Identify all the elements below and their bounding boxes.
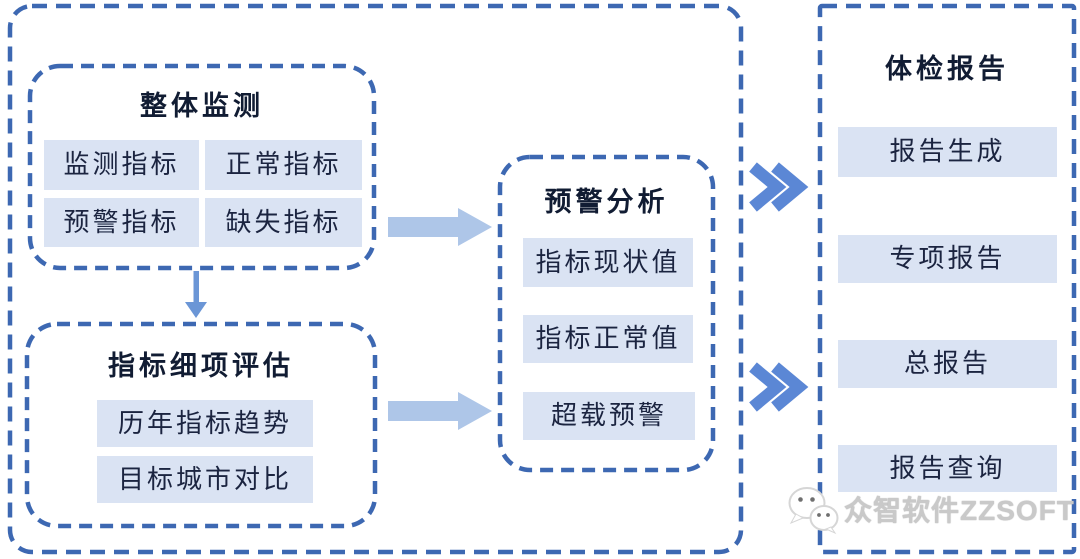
detail-eval-item-box: 目标城市对比: [97, 456, 313, 503]
wechat-icon: [788, 487, 839, 535]
warning-analysis-dashed-box: [497, 154, 716, 473]
report-item-box: 报告生成: [838, 127, 1057, 177]
report-item-box: 专项报告: [838, 235, 1057, 283]
monitoring-item-box: 正常指标: [205, 140, 362, 190]
detail-eval-item-box: 历年指标趋势: [97, 400, 313, 447]
flow-arrow-1: [388, 208, 492, 246]
monitoring-item-box: 预警指标: [44, 198, 199, 247]
flow-arrow-2: [388, 392, 492, 430]
warning-analysis-group-title: 预警分析: [544, 187, 669, 217]
report-item-box: 总报告: [838, 340, 1057, 388]
watermark-text: 众智软件ZZSOFT: [844, 495, 1075, 526]
warning-analysis-item-box: 指标现状值: [523, 238, 693, 287]
left-outer-dashed-container: [7, 3, 744, 555]
monitoring-group-title: 整体监测: [140, 91, 264, 121]
warning-analysis-item-box: 超载预警: [523, 392, 695, 440]
detail-eval-dashed-box: [24, 321, 378, 529]
detail-eval-group-title: 指标细项评估: [108, 351, 294, 381]
report-item-box: 报告查询: [838, 445, 1057, 492]
watermark: 众智软件ZZSOFT: [782, 482, 1075, 536]
monitoring-dashed-box: [27, 63, 377, 271]
report-dashed-box: [817, 3, 1077, 555]
down-arrow: [185, 271, 207, 318]
chevron-2: [749, 362, 809, 412]
warning-analysis-item-box: 指标正常值: [523, 315, 693, 363]
monitoring-item-box: 缺失指标: [205, 198, 362, 247]
monitoring-item-box: 监测指标: [44, 140, 199, 190]
chevron-1: [749, 162, 809, 212]
report-group-title: 体检报告: [885, 54, 1009, 84]
